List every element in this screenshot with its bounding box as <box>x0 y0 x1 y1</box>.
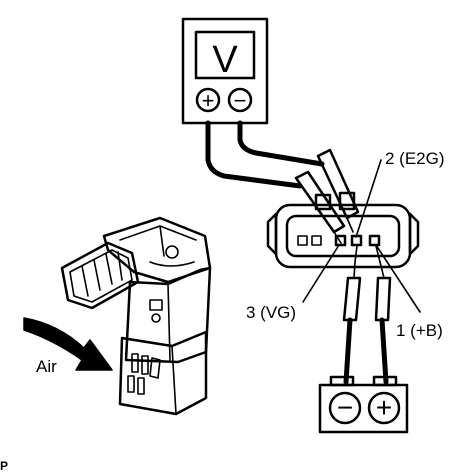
leader-vg <box>302 244 340 303</box>
battery-negative-lead <box>343 317 353 385</box>
pin-3-vg <box>334 234 347 247</box>
voltmeter-body <box>181 17 269 125</box>
leader-e2g <box>355 159 382 238</box>
voltmeter-negative-lead <box>237 120 325 167</box>
voltmeter-display <box>194 30 256 80</box>
battery-positive-symbol: + <box>376 392 392 423</box>
battery: − + <box>318 375 409 434</box>
air-flow-meter <box>60 216 212 416</box>
connector-housing <box>274 203 412 269</box>
voltmeter-negative-symbol: − <box>234 88 247 113</box>
label-b: 1 (+B) <box>396 321 443 340</box>
label-e2g: 2 (E2G) <box>385 149 445 168</box>
airflow-label: Air <box>36 357 57 376</box>
label-vg: 3 (VG) <box>246 303 296 322</box>
voltmeter-negative-terminal: − <box>227 87 253 113</box>
corner-mark: P <box>0 459 8 473</box>
battery-positive-terminal: + <box>367 391 401 425</box>
voltmeter-positive-symbol: + <box>202 88 215 113</box>
pin-1-b <box>368 234 381 247</box>
battery-negative-terminal: − <box>328 391 362 425</box>
voltmeter: V + − <box>181 17 269 125</box>
voltmeter-positive-lead <box>205 120 303 189</box>
voltmeter-positive-terminal: + <box>195 87 221 113</box>
connector-face <box>285 214 401 258</box>
battery-positive-lead <box>379 317 389 385</box>
voltmeter-display-symbol: V <box>212 39 238 81</box>
probe-e2g <box>316 148 360 233</box>
connector <box>266 191 420 269</box>
battery-negative-symbol: − <box>337 392 353 423</box>
leader-b <box>375 244 421 313</box>
probe-battery-positive <box>374 245 392 322</box>
probe-vg <box>294 170 346 244</box>
airflow-arrow-icon <box>23 317 113 371</box>
probe-battery-negative <box>342 245 362 322</box>
battery-body <box>318 383 409 434</box>
